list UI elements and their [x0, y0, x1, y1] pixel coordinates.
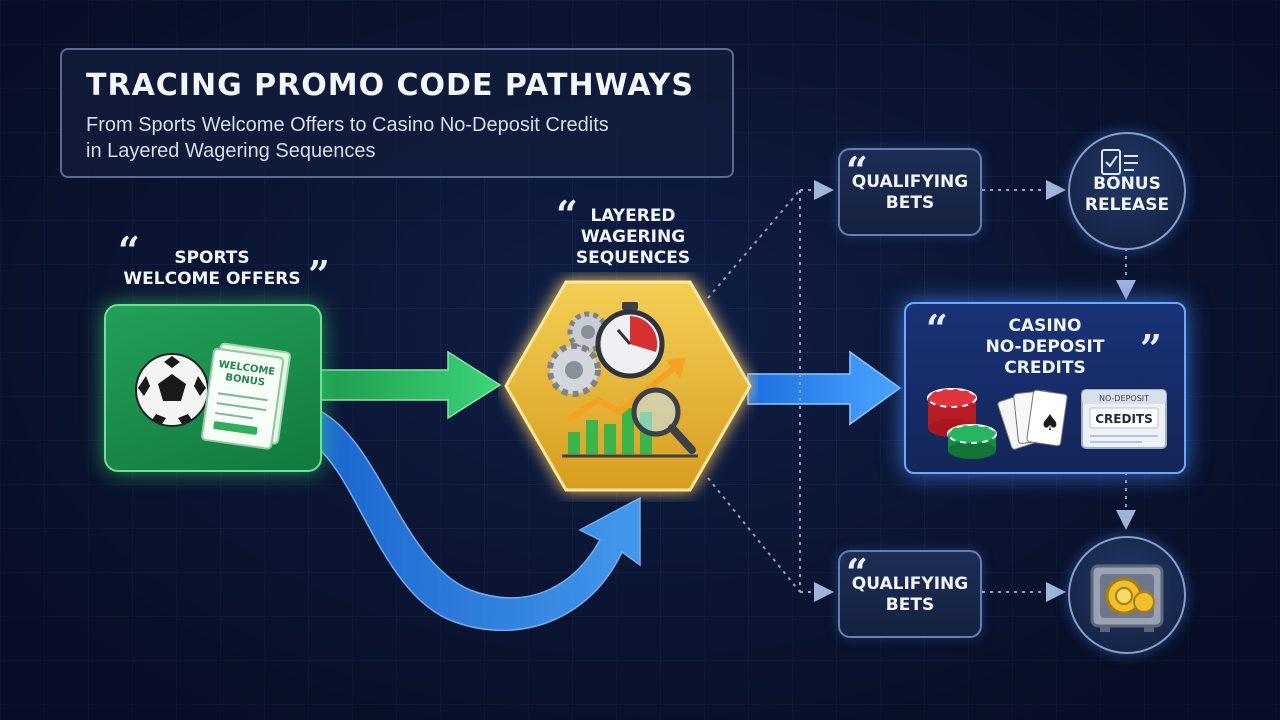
checklist-icon: [1101, 149, 1138, 175]
blue-curved-flow-arrow: [317, 408, 641, 632]
casino-label-line-3: CREDITS: [1004, 358, 1086, 378]
sports-welcome-offers-node: WELCOME BONUS: [104, 304, 322, 472]
layered-label-line-3: SEQUENCES: [575, 248, 691, 268]
qualifying-top-line-1: QUALIFYING: [851, 172, 969, 192]
credit-card-header: NO-DEPOSIT: [1099, 394, 1149, 403]
casino-label: CASINO NO-DEPOSIT CREDITS: [958, 316, 1132, 379]
qualifying-top-line-2: BETS: [885, 193, 935, 213]
page-subtitle: From Sports Welcome Offers to Casino No-…: [86, 112, 706, 164]
dotted-connector-hex-bottom: [707, 477, 801, 593]
close-quote-icon: ”: [308, 252, 330, 297]
ticket-text-line-2: BONUS: [225, 372, 266, 388]
open-quote-icon: “: [118, 228, 140, 273]
layered-label-line-2: WAGERING: [580, 227, 686, 247]
credit-card-label: CREDITS: [1095, 412, 1153, 426]
soccer-ball-icon: [135, 353, 209, 427]
bonus-ticket-icon: WELCOME BONUS: [200, 342, 291, 450]
stopwatch-icon: [595, 302, 665, 379]
subtitle-line-1: From Sports Welcome Offers to Casino No-…: [86, 114, 609, 136]
qualifying-bottom-line-1: QUALIFYING: [851, 574, 969, 594]
credit-card-icon: NO-DEPOSIT CREDITS: [1081, 389, 1167, 449]
casino-chips-icon: [927, 388, 997, 459]
vault-icon: [1090, 564, 1164, 632]
subtitle-line-2: in Layered Wagering Sequences: [86, 140, 376, 162]
qualifying-bottom-label: QUALIFYING BETS: [840, 574, 980, 616]
playing-cards-icon: ♠: [997, 389, 1068, 450]
open-quote-icon: “: [846, 550, 868, 595]
layered-wagering-label: LAYERED WAGERING SEQUENCES: [548, 206, 718, 269]
qualifying-bets-bottom-node: “ QUALIFYING BETS: [838, 550, 982, 638]
bonus-release-line-2: RELEASE: [1084, 195, 1170, 215]
title-panel: TRACING PROMO CODE PATHWAYS From Sports …: [60, 48, 734, 178]
bonus-release-node: BONUS RELEASE: [1068, 132, 1186, 250]
magnifier-icon: [631, 387, 696, 454]
layered-wagering-hexagon: [504, 280, 752, 492]
open-quote-icon: “: [846, 148, 868, 193]
sports-welcome-label: SPORTS WELCOME OFFERS: [112, 248, 312, 290]
open-quote-icon: “: [926, 306, 948, 351]
casino-label-line-1: CASINO: [1008, 316, 1082, 336]
casino-no-deposit-credits-node: “ ” CASINO NO-DEPOSIT CREDITS ♠: [904, 302, 1186, 474]
qualifying-top-label: QUALIFYING BETS: [840, 172, 980, 214]
qualifying-bottom-line-2: BETS: [885, 595, 935, 615]
sports-label-line-1: SPORTS: [174, 248, 250, 268]
sports-label-line-2: WELCOME OFFERS: [123, 269, 301, 289]
casino-label-line-2: NO-DEPOSIT: [985, 337, 1105, 357]
blue-flow-arrow: [747, 350, 902, 426]
green-flow-arrow: [317, 350, 502, 420]
qualifying-bets-top-node: “ QUALIFYING BETS: [838, 148, 982, 236]
bonus-release-label: BONUS RELEASE: [1070, 174, 1184, 216]
vault-node: [1068, 536, 1186, 654]
svg-text:♠: ♠: [1040, 411, 1060, 436]
page-title: TRACING PROMO CODE PATHWAYS: [86, 68, 695, 103]
bonus-release-line-1: BONUS: [1093, 174, 1161, 194]
open-quote-icon: “: [556, 192, 578, 237]
close-quote-icon: ”: [1140, 326, 1162, 371]
layered-label-line-1: LAYERED: [590, 206, 676, 226]
